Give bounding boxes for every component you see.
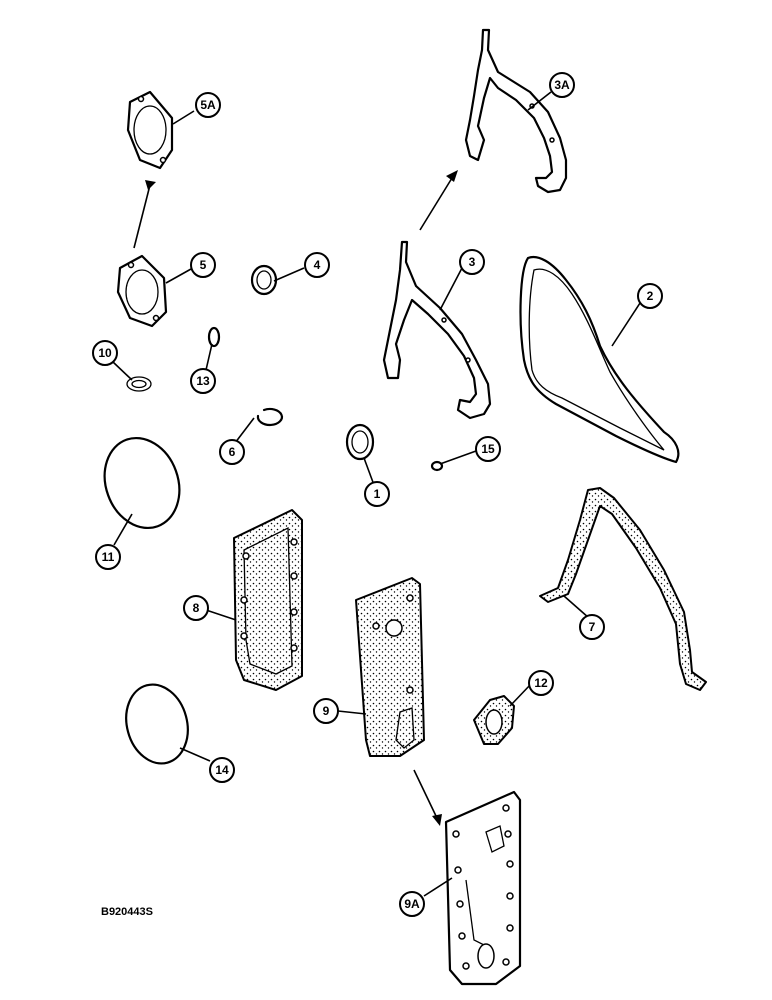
callout-6: 6 [219, 439, 245, 465]
gasket-3 [382, 240, 492, 420]
cooler-cover-9 [355, 577, 425, 757]
callout-9a: 9A [399, 891, 425, 917]
svg-text:8: 8 [193, 601, 200, 615]
svg-text:10: 10 [98, 346, 112, 360]
svg-text:2: 2 [647, 289, 654, 303]
svg-text:6: 6 [229, 445, 236, 459]
o-ring-15 [430, 460, 444, 472]
svg-text:3: 3 [469, 255, 476, 269]
callout-1: 1 [364, 481, 390, 507]
seal-1 [345, 423, 375, 461]
o-ring-14 [125, 683, 189, 765]
o-ring-13 [207, 326, 221, 348]
callout-12: 12 [528, 670, 554, 696]
callout-10: 10 [92, 340, 118, 366]
snap-ring-6 [256, 407, 283, 427]
gasket-5 [116, 254, 168, 328]
callout-14: 14 [209, 757, 235, 783]
svg-text:9: 9 [323, 704, 330, 718]
callout-11: 11 [95, 544, 121, 570]
callout-5: 5 [190, 252, 216, 278]
svg-text:5A: 5A [200, 98, 216, 112]
callout-2: 2 [637, 283, 663, 309]
callout-9: 9 [313, 698, 339, 724]
arrow-3-to-3a [419, 170, 458, 231]
callout-4: 4 [304, 252, 330, 278]
svg-text:1: 1 [374, 487, 381, 501]
callout-7: 7 [579, 614, 605, 640]
svg-text:9A: 9A [404, 897, 420, 911]
svg-text:3A: 3A [554, 78, 570, 92]
svg-text:7: 7 [589, 620, 596, 634]
washer-10 [126, 376, 152, 392]
svg-text:4: 4 [314, 258, 321, 272]
seal-4 [250, 264, 278, 296]
leader-lines [112, 91, 643, 897]
svg-text:12: 12 [534, 676, 548, 690]
svg-text:15: 15 [481, 442, 495, 456]
gasket-3a [464, 28, 568, 194]
gasket-8 [233, 509, 303, 691]
callout-3: 3 [459, 249, 485, 275]
svg-text:5: 5 [200, 258, 207, 272]
gasket-2 [519, 255, 680, 464]
svg-text:11: 11 [102, 550, 115, 564]
arrow-9-to-9a [413, 769, 442, 826]
svg-text:13: 13 [196, 374, 210, 388]
reference-code: B920443S [101, 906, 153, 918]
o-ring-11 [103, 436, 181, 530]
callout-5a: 5A [195, 92, 221, 118]
gasket-12 [473, 695, 515, 745]
arrow-5a-to-5 [133, 180, 156, 249]
gasket-5a [126, 90, 174, 170]
gasket-7 [539, 487, 707, 691]
callout-3a: 3A [549, 72, 575, 98]
callout-8: 8 [183, 595, 209, 621]
callout-13: 13 [190, 368, 216, 394]
svg-text:14: 14 [215, 763, 229, 777]
callout-15: 15 [475, 436, 501, 462]
gasket-9a [444, 790, 522, 986]
